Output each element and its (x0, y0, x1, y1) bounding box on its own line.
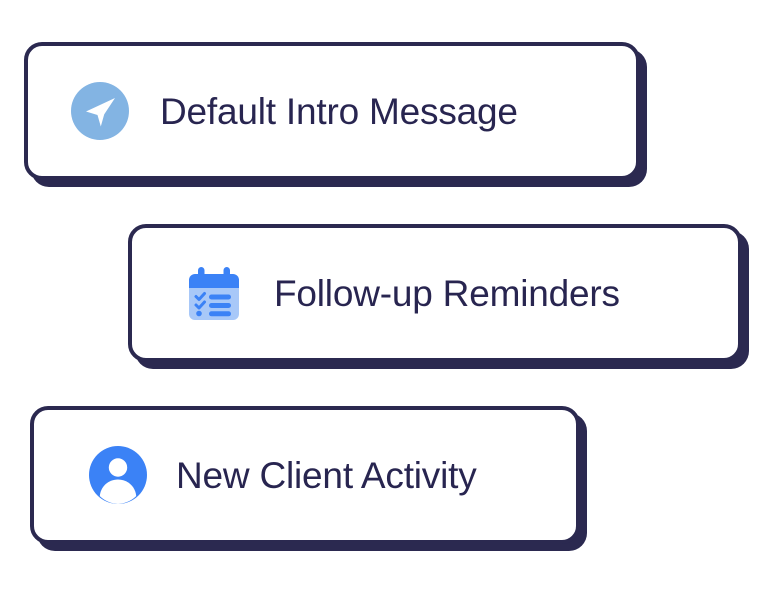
calendar-checklist-icon (184, 263, 244, 323)
card-label: New Client Activity (176, 454, 477, 496)
user-avatar-icon (88, 445, 148, 505)
card-new-client-activity[interactable]: New Client Activity (30, 406, 580, 544)
card-default-intro-message[interactable]: Default Intro Message (24, 42, 640, 180)
card-follow-up-reminders[interactable]: Follow-up Reminders (128, 224, 742, 362)
paper-plane-icon (70, 81, 130, 141)
card-label: Default Intro Message (160, 90, 518, 132)
card-label: Follow-up Reminders (274, 272, 620, 314)
